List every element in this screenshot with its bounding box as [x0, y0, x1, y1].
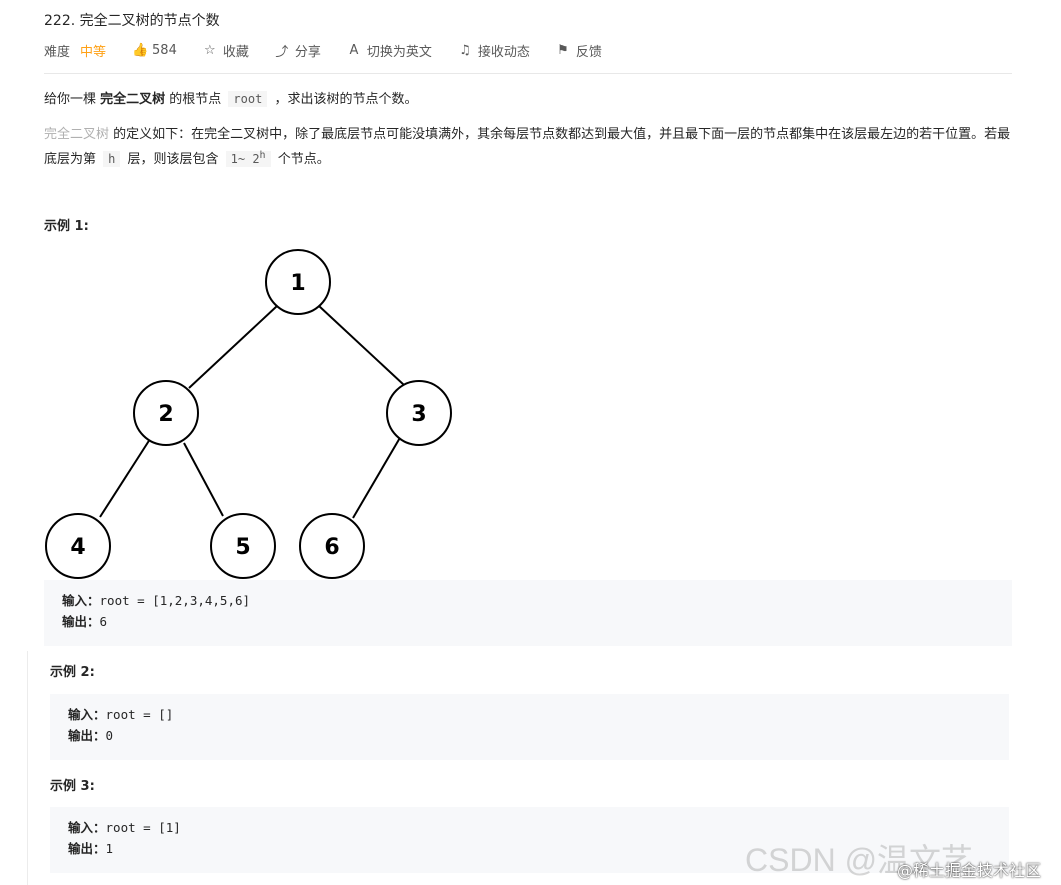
text: 的根节点 — [165, 92, 226, 107]
example-3-code-block: 输入：root = [1] 输出：1 — [50, 807, 1009, 873]
output-label: 输出： — [68, 728, 106, 743]
input-value: root = [1] — [105, 820, 181, 835]
range-exponent: h — [259, 150, 266, 161]
inline-code-root: root — [228, 91, 268, 107]
input-label: 输入： — [68, 707, 106, 722]
subscribe-button[interactable]: ♫ 接收动态 — [458, 41, 530, 60]
example-2-heading: 示例 2: — [50, 665, 95, 680]
text: 个节点。 — [273, 152, 330, 167]
node-3-label: 3 — [411, 402, 426, 427]
translate-button[interactable]: A 切换为英文 — [347, 41, 432, 60]
bold-term: 完全二叉树 — [100, 92, 166, 107]
description-paragraph-1: 给你一棵 完全二叉树 的根节点 root ，求出该树的节点个数。 — [44, 89, 417, 110]
node-2-circle — [133, 380, 199, 446]
translate-label: 切换为英文 — [366, 44, 432, 60]
node-5-circle — [210, 513, 276, 579]
edge-1-3 — [318, 305, 405, 386]
example-1-output-line: 输出：6 — [62, 611, 994, 632]
output-value: 6 — [99, 614, 108, 629]
input-label: 输入： — [68, 820, 106, 835]
favorite-label: 收藏 — [222, 44, 249, 60]
problem-title: 222. 完全二叉树的节点个数 — [44, 13, 220, 29]
range-text: 1~ 2 — [230, 152, 260, 166]
example-2-output-line: 输出：0 — [68, 725, 991, 746]
share-button[interactable]: ⤴ 分享 — [275, 41, 321, 60]
example-1-code-block: 输入：root = [1,2,3,4,5,6] 输出：6 — [44, 580, 1012, 646]
output-value: 1 — [105, 841, 114, 856]
binary-tree-diagram: 1 2 3 4 5 6 — [45, 249, 452, 579]
feedback-button[interactable]: ⚑ 反馈 — [556, 41, 602, 60]
share-label: 分享 — [294, 44, 321, 60]
inline-code-range: 1~ 2h — [225, 150, 271, 167]
edge-2-4 — [99, 435, 153, 518]
example-1-heading: 示例 1: — [44, 219, 89, 234]
input-value: root = [] — [105, 707, 174, 722]
node-6-circle — [299, 513, 365, 579]
difficulty-label: 难度 — [44, 44, 71, 60]
example-2-input-line: 输入：root = [] — [68, 704, 991, 725]
node-2-label: 2 — [158, 402, 173, 427]
output-label: 输出： — [68, 841, 106, 856]
thumbs-up-icon: 👍 — [132, 42, 149, 58]
feedback-icon: ⚑ — [557, 42, 569, 58]
header-divider — [44, 73, 1012, 74]
output-label: 输出： — [62, 614, 100, 629]
output-value: 0 — [105, 728, 114, 743]
edge-1-2 — [188, 305, 278, 389]
input-label: 输入： — [62, 593, 100, 608]
feedback-label: 反馈 — [575, 44, 602, 60]
csdn-watermark: CSDN @温文艺 — [745, 842, 974, 878]
edge-2-5 — [183, 442, 224, 517]
share-icon: ⤴ — [275, 44, 289, 60]
node-1-circle — [265, 249, 331, 315]
problem-meta-bar: 难度 中等 👍 584 ☆ 收藏 ⤴ 分享 A 切换为英文 ♫ 接收动态 ⚑ 反… — [44, 40, 628, 60]
juejin-watermark: @稀土掘金技术社区 — [897, 861, 1042, 880]
complete-binary-tree-link[interactable]: 完全二叉树 — [44, 127, 110, 142]
inline-code-h: h — [103, 151, 121, 167]
text: 给你一棵 — [44, 92, 101, 107]
node-6-label: 6 — [324, 535, 339, 560]
node-4-label: 4 — [70, 535, 85, 560]
difficulty-value: 中等 — [80, 44, 107, 60]
input-value: root = [1,2,3,4,5,6] — [99, 593, 251, 608]
left-border-line — [27, 651, 28, 885]
subscribe-label: 接收动态 — [477, 44, 530, 60]
example-3-input-line: 输入：root = [1] — [68, 817, 991, 838]
node-3-circle — [386, 380, 452, 446]
text: 层，则该层包含 — [123, 152, 223, 167]
example-3-output-line: 输出：1 — [68, 838, 991, 859]
example-2-code-block: 输入：root = [] 输出：0 — [50, 694, 1009, 760]
text: ，求出该树的节点个数。 — [270, 92, 418, 107]
edge-3-6 — [352, 435, 402, 519]
text: 的定义如下：在完全二叉树中，除了最底层节点可能没填满外，其余每层节点数都达到最大… — [44, 127, 1011, 167]
description-paragraph-2: 完全二叉树 的定义如下：在完全二叉树中，除了最底层节点可能没填满外，其余每层节点… — [44, 124, 1014, 170]
like-button[interactable]: 👍 584 — [132, 43, 177, 58]
node-1-label: 1 — [290, 271, 305, 296]
example-3-heading: 示例 3: — [50, 779, 95, 794]
node-5-label: 5 — [235, 535, 250, 560]
like-count: 584 — [152, 42, 177, 58]
star-icon: ☆ — [204, 42, 216, 58]
translate-icon: A — [349, 42, 359, 58]
bell-icon: ♫ — [459, 42, 471, 58]
example-1-input-line: 输入：root = [1,2,3,4,5,6] — [62, 590, 994, 611]
favorite-button[interactable]: ☆ 收藏 — [203, 41, 249, 60]
node-4-circle — [45, 513, 111, 579]
